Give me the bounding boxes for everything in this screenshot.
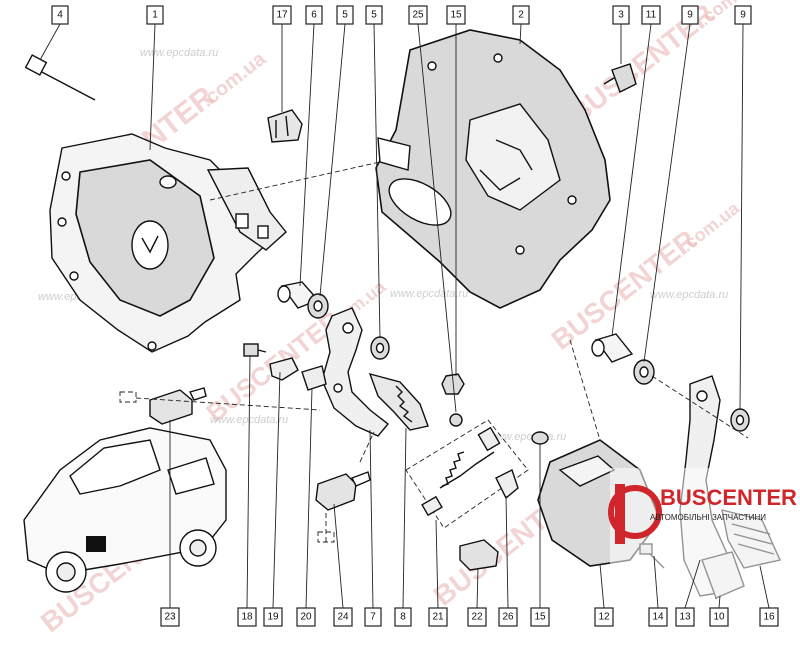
callout-18: 18 <box>237 607 257 627</box>
watermark-site: www.epcdata.ru <box>650 289 728 301</box>
part-fastener-18 <box>243 343 267 357</box>
callout-15a: 15 <box>446 5 466 25</box>
part-switch-24 <box>315 471 371 543</box>
part-quadrant-8 <box>368 372 429 431</box>
part-bracket-26 <box>495 469 519 500</box>
part-nut-25 <box>449 413 463 427</box>
callout-12: 12 <box>594 607 614 627</box>
svg-text:6: 6 <box>311 10 317 21</box>
callout-14: 14 <box>648 607 668 627</box>
callout-17: 17 <box>272 5 292 25</box>
callout-22: 22 <box>467 607 487 627</box>
callout-21: 21 <box>428 607 448 627</box>
svg-text:2: 2 <box>518 10 524 21</box>
svg-text:1: 1 <box>152 10 158 21</box>
svg-text:18: 18 <box>241 612 253 623</box>
svg-text:9: 9 <box>740 10 746 21</box>
logo-name: BUSCENTER <box>660 485 797 510</box>
buscenter-logo: BUSCENTER АВТОМОБІЛЬНІ ЗАПЧАСТИНИ <box>608 468 797 598</box>
callout-6: 6 <box>305 5 323 25</box>
svg-text:9: 9 <box>687 10 693 21</box>
part-washer-15b <box>531 431 549 445</box>
vehicle-inset <box>23 427 227 593</box>
svg-text:25: 25 <box>412 10 424 21</box>
callout-16: 16 <box>759 607 779 627</box>
svg-text:14: 14 <box>652 612 664 623</box>
svg-text:15: 15 <box>450 10 462 21</box>
part-sleeve-11 <box>591 333 634 363</box>
callout-13: 13 <box>675 607 695 627</box>
watermark-site: www.epcdata.ru <box>488 431 566 443</box>
callout-5b: 5 <box>365 5 383 25</box>
callout-11: 11 <box>641 5 661 25</box>
svg-text:5: 5 <box>342 10 348 21</box>
callout-4: 4 <box>51 5 69 25</box>
svg-text:20: 20 <box>300 612 312 623</box>
part-clip-22 <box>459 539 499 571</box>
svg-text:10: 10 <box>713 612 725 623</box>
callout-1: 1 <box>146 5 164 25</box>
leader-lines <box>39 23 770 609</box>
svg-text:23: 23 <box>164 612 176 623</box>
pedal-location-marker <box>86 536 106 552</box>
svg-text:13: 13 <box>679 612 691 623</box>
part-spring-21 <box>405 419 529 529</box>
callout-5a: 5 <box>336 5 354 25</box>
part-bolt-4 <box>24 54 98 105</box>
callout-3: 3 <box>612 5 630 25</box>
svg-text:17: 17 <box>276 10 288 21</box>
svg-text:16: 16 <box>763 612 775 623</box>
callout-19: 19 <box>263 607 283 627</box>
svg-text:5: 5 <box>371 10 377 21</box>
callout-7: 7 <box>364 607 382 627</box>
svg-text:19: 19 <box>267 612 279 623</box>
callout-20: 20 <box>296 607 316 627</box>
part-clip-17 <box>267 109 303 143</box>
svg-text:15: 15 <box>534 612 546 623</box>
part-clip-19 <box>269 357 299 381</box>
svg-text:4: 4 <box>57 10 63 21</box>
svg-text:7: 7 <box>370 612 376 623</box>
part-bush-5a <box>307 293 329 319</box>
callout-8: 8 <box>394 607 412 627</box>
watermark-site: www.epcdata.ru <box>140 47 218 59</box>
callout-group: 4 1 17 6 5 5 25 15 2 3 11 9 9 23 18 19 2… <box>51 5 779 627</box>
part-switch-23 <box>119 387 207 425</box>
svg-text:3: 3 <box>618 10 624 21</box>
callout-23: 23 <box>160 607 180 627</box>
callout-25: 25 <box>408 5 428 25</box>
svg-text:22: 22 <box>471 612 483 623</box>
callout-10: 10 <box>709 607 729 627</box>
callout-26: 26 <box>498 607 518 627</box>
part-clip-20 <box>301 365 327 391</box>
svg-text:21: 21 <box>432 612 444 623</box>
part-panel-2 <box>375 29 611 309</box>
part-pedal-bracket-1 <box>49 133 287 353</box>
callout-24: 24 <box>333 607 353 627</box>
svg-text:11: 11 <box>646 10 657 21</box>
part-bush-9b <box>730 408 750 432</box>
callout-15b: 15 <box>530 607 550 627</box>
svg-text:26: 26 <box>502 612 514 623</box>
callout-9b: 9 <box>734 5 752 25</box>
watermark-site: www.epcdata.ru <box>390 288 468 300</box>
logo-tagline: АВТОМОБІЛЬНІ ЗАПЧАСТИНИ <box>650 513 766 522</box>
part-stud-3 <box>603 63 637 93</box>
callout-2: 2 <box>512 5 530 25</box>
svg-text:12: 12 <box>598 612 610 623</box>
svg-text:24: 24 <box>337 612 349 623</box>
part-bush-9a <box>633 359 655 385</box>
part-pedal-lever-7 <box>321 307 390 437</box>
callout-9a: 9 <box>681 5 699 25</box>
part-bush-5b <box>370 336 390 360</box>
svg-text:8: 8 <box>400 612 406 623</box>
watermark-domain: .com.ua <box>677 197 744 255</box>
